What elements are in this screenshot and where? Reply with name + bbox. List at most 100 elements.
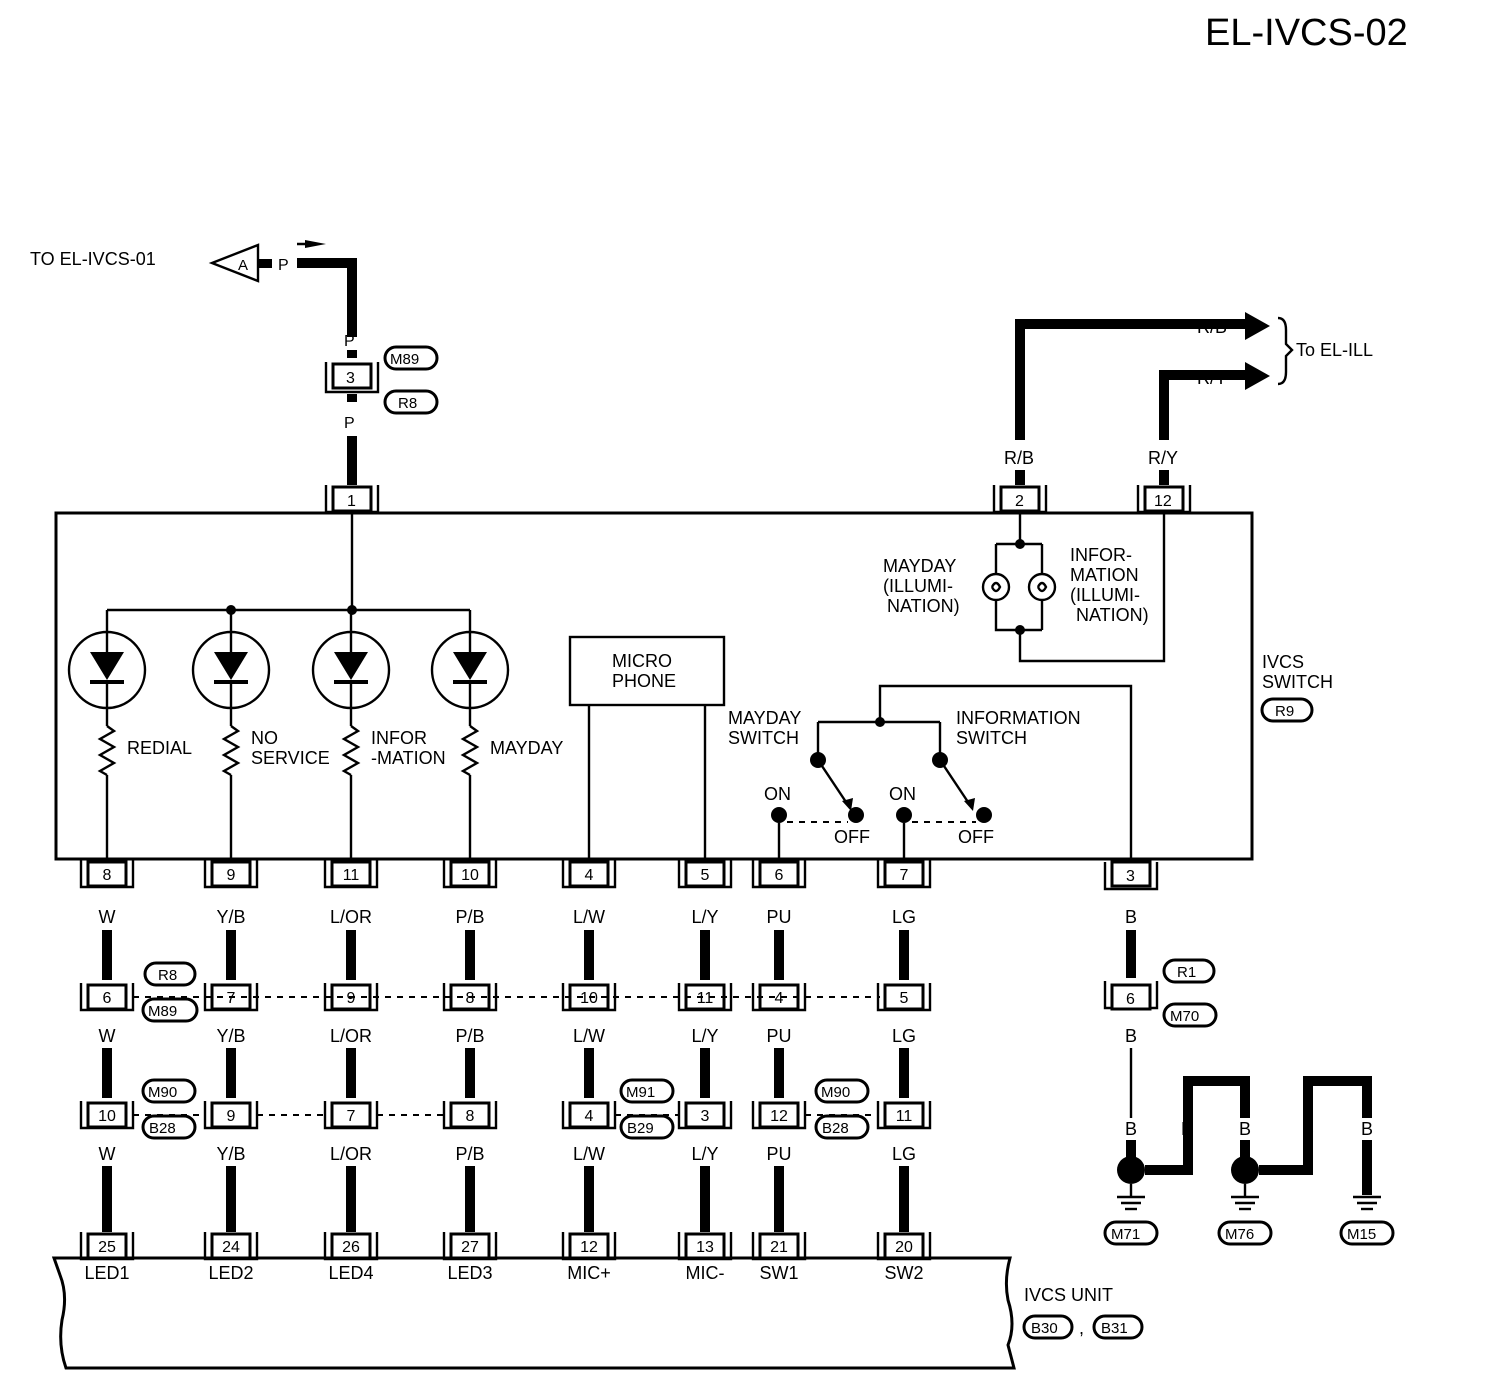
ground-color-mid-2: B (1302, 1119, 1314, 1139)
joint2-col6: 3 (677, 1101, 733, 1130)
ground-m76: M76 (1225, 1226, 1254, 1243)
mayday-illum-2: (ILLUMI- (883, 576, 953, 596)
ground-color-m15: B (1361, 1119, 1373, 1139)
unit-label-col3: LED4 (328, 1263, 373, 1283)
wire-color-2-col7: PU (766, 1026, 791, 1046)
switch-pin-col4-label: 10 (461, 867, 479, 884)
led-label-3-b: -MATION (371, 748, 446, 768)
unit-pin-col7: 21 (751, 1232, 807, 1261)
switch-pin-col6-label: 5 (701, 867, 710, 884)
switch-pin-col3-label: 11 (343, 867, 360, 884)
ground-symbols (1117, 1184, 1381, 1211)
connector-letter-a: A (238, 257, 248, 274)
wire-color-3-col2: Y/B (216, 1144, 245, 1164)
rb-color-top: R/B (1197, 317, 1227, 337)
wire-color-2-col6: L/Y (691, 1026, 718, 1046)
ground-conn-r1: R1 (1177, 964, 1196, 981)
conn-m89-badge (383, 345, 439, 371)
microphone-label-1: MICRO (612, 651, 672, 671)
microphone-box (568, 635, 726, 707)
switch-name-2: SWITCH (1262, 672, 1333, 692)
joint1-col1: 6 (79, 983, 135, 1012)
info-lamp-icon (1027, 572, 1057, 602)
ivcs-unit: IVCS UNIT B30 , B31 (51, 1256, 1144, 1370)
mayday-off-label: OFF (834, 827, 870, 847)
wire-color-3-col8: LG (892, 1144, 916, 1164)
resistor-icon (221, 725, 241, 777)
joint1-col8-label: 5 (900, 990, 909, 1007)
unit-pin-col2: 24 (203, 1232, 259, 1261)
joint2-col3: 7 (323, 1101, 379, 1130)
conn-m89: M89 (390, 351, 419, 368)
wire-color-1-col3: L/OR (330, 907, 372, 927)
unit-pin-col6-label: 13 (696, 1239, 714, 1256)
info-illum-1: INFOR- (1070, 545, 1132, 565)
unit-pin-col4-label: 27 (461, 1239, 479, 1256)
joint1-col8: 5 (876, 983, 932, 1012)
unit-label-col5: MIC+ (567, 1263, 611, 1283)
led-3: INFOR-MATION (311, 610, 446, 859)
wire-color-3-col1: W (99, 1144, 116, 1164)
wire-color-1-col6: L/Y (691, 907, 718, 927)
wire-color-2-col4: P/B (455, 1026, 484, 1046)
ground-m71: M71 (1111, 1226, 1140, 1243)
feed-color-lower: P (344, 415, 355, 432)
joint1-col6: 11 (677, 983, 733, 1012)
ground-m15: M15 (1347, 1226, 1376, 1243)
ground-joint-pin: 6 (1126, 991, 1135, 1008)
unit-pin-col6: 13 (677, 1232, 733, 1261)
joint-pin-3: 3 (346, 370, 355, 387)
rb-color: R/B (1004, 448, 1034, 468)
unit-pin-col8: 20 (876, 1232, 932, 1261)
switch-pin-col5-label: 4 (585, 867, 594, 884)
illumination-feed: R/B R/Y To EL-ILL R/B R/Y 2 12 (992, 312, 1373, 514)
joint2-col2: 9 (203, 1101, 259, 1130)
joint1-col1-label: 6 (103, 990, 112, 1007)
switch-pin-col4: 10 (442, 860, 498, 889)
switch-pin-1: 1 (347, 493, 356, 510)
wire-color-1-col5: L/W (573, 907, 605, 927)
switch-conn-id: R9 (1275, 703, 1294, 720)
wire-color-1-col1: W (99, 907, 116, 927)
joint1-col5-label: 10 (580, 990, 598, 1007)
joint2-col6-label: 3 (701, 1108, 710, 1125)
joint2-col7: 12 (751, 1101, 807, 1130)
switch-pin-col1: 8 (79, 860, 135, 889)
joint2-col1: 10 (79, 1101, 135, 1130)
wire-color-3-col7: PU (766, 1144, 791, 1164)
info-switch-label-2: SWITCH (956, 728, 1027, 748)
feed-wire (297, 258, 357, 337)
ground-color-m71: B (1125, 1119, 1137, 1139)
joint2-col4-label: 8 (466, 1108, 475, 1125)
mayday-illum-1: MAYDAY (883, 556, 956, 576)
wire-color-3-col3: L/OR (330, 1144, 372, 1164)
ground-conn-m70: M70 (1170, 1008, 1199, 1025)
unit-pin-col1-label: 25 (98, 1239, 116, 1256)
mayday-switch-label-2: SWITCH (728, 728, 799, 748)
joint2-col2-label: 9 (227, 1108, 236, 1125)
wire-color-1-col8: LG (892, 907, 916, 927)
wire-color-2-col3: L/OR (330, 1026, 372, 1046)
row2-conn-c-bottom: B28 (822, 1120, 849, 1137)
wire-color-2-col8: LG (892, 1026, 916, 1046)
ground-color-m76: B (1239, 1119, 1251, 1139)
joint2-col3-label: 7 (347, 1108, 356, 1125)
info-on-label: ON (889, 784, 916, 804)
row2-conn-a-top: M90 (148, 1084, 177, 1101)
led-label-2-a: NO (251, 728, 278, 748)
wire-color-1-col7: PU (766, 907, 791, 927)
led-label-4: MAYDAY (490, 738, 563, 758)
wire-color-2-col2: Y/B (216, 1026, 245, 1046)
ground-circuit: 3 B 6 R1 M70 B B B B B B (1103, 860, 1395, 1246)
switch-pin-2: 2 (1015, 493, 1024, 510)
unit-label-col7: SW1 (759, 1263, 798, 1283)
top-feed: TO EL-IVCS-01 A P P 3 M89 R8 P 1 (30, 240, 439, 514)
switch-pin-col7-label: 6 (775, 867, 784, 884)
ground-color-2: B (1125, 1026, 1137, 1046)
unit-pin-col7-label: 21 (770, 1239, 788, 1256)
unit-name: IVCS UNIT (1024, 1285, 1113, 1305)
switch-pin-col6: 5 (677, 860, 733, 889)
ground-pin-3: 3 (1126, 868, 1135, 885)
